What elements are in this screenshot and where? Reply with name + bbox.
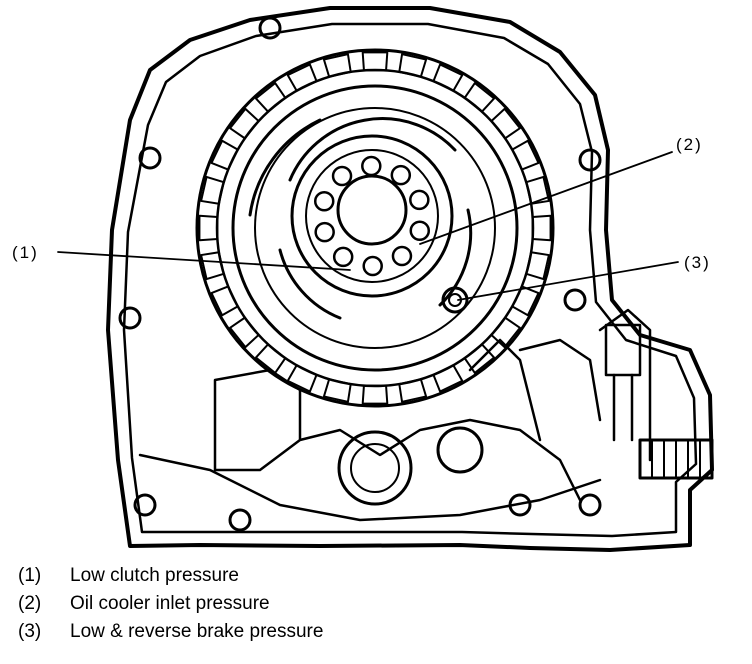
drum-arc-upper xyxy=(288,117,457,182)
legend-number: (3) xyxy=(18,621,42,642)
clutch-tooth xyxy=(361,51,389,72)
drum-arc-right xyxy=(438,208,473,307)
clutch-tooth xyxy=(254,343,287,374)
bolt-hole xyxy=(362,255,383,277)
shaft-bore xyxy=(336,174,408,246)
drum-rim xyxy=(254,107,496,349)
callout-1: (1) xyxy=(12,243,39,262)
clutch-tooth xyxy=(200,251,225,281)
clutch-tooth xyxy=(398,378,428,403)
clutch-tooth xyxy=(511,285,540,317)
clutch-tooth xyxy=(525,251,550,281)
clutch-tooth xyxy=(490,316,521,349)
case-inner-outline xyxy=(122,22,698,538)
bolt-boss xyxy=(118,306,142,330)
clutch-tooth xyxy=(198,214,219,242)
clutch-teeth xyxy=(198,51,552,405)
clutch-tooth xyxy=(210,285,239,317)
hub-outer xyxy=(290,134,454,298)
legend-number: (1) xyxy=(18,565,42,586)
legend-item: (2) Oil cooler inlet pressure xyxy=(18,590,323,618)
valve-boss-right xyxy=(436,426,484,474)
leader-line-3 xyxy=(457,261,679,301)
clutch-tooth xyxy=(254,82,287,113)
clutch-tooth xyxy=(432,63,464,92)
bolt-boss xyxy=(228,508,252,532)
bolt-boss xyxy=(138,146,162,170)
leader-line-1 xyxy=(57,251,351,271)
valve-plunger xyxy=(604,323,642,377)
legend-item: (3) Low & reverse brake pressure xyxy=(18,618,323,646)
drum-arc-upper-left xyxy=(248,118,322,217)
bolt-hole xyxy=(361,155,382,177)
valve-boss-large xyxy=(337,430,413,506)
clutch-tooth xyxy=(200,175,225,205)
clutch-tooth xyxy=(463,82,496,113)
clutch-tooth xyxy=(490,107,521,140)
solenoid-connector-ribs xyxy=(651,439,701,479)
case-bolt-bosses xyxy=(118,16,602,532)
legend-text: Low & reverse brake pressure xyxy=(70,621,324,642)
bolt-hole xyxy=(313,190,335,212)
callout-2: (2) xyxy=(676,135,703,154)
clutch-tooth xyxy=(210,139,239,171)
clutch-tooth xyxy=(361,384,389,405)
clutch-tooth xyxy=(531,214,552,242)
clutch-pack-outer-ring xyxy=(195,48,555,408)
bolt-hole xyxy=(390,164,412,186)
bolt-hole xyxy=(409,220,431,242)
transmission-case-diagram: (1) (2) (3) xyxy=(12,6,714,552)
clutch-tooth xyxy=(525,175,550,205)
valve-body-passages xyxy=(138,308,652,522)
drum-arc-left xyxy=(278,248,342,320)
leader-line-2 xyxy=(419,151,673,245)
clutch-tooth xyxy=(398,53,428,78)
clutch-tooth xyxy=(322,53,352,78)
bolt-boss xyxy=(578,493,602,517)
bolt-hole xyxy=(314,221,335,243)
clutch-tooth xyxy=(511,139,540,171)
legend-number: (2) xyxy=(18,593,42,614)
bolt-boss xyxy=(578,148,602,172)
legend-text: Oil cooler inlet pressure xyxy=(70,593,270,614)
bolt-boss xyxy=(563,288,587,312)
clutch-tooth xyxy=(286,63,318,92)
hub-inner xyxy=(305,149,439,283)
bolt-hole xyxy=(391,245,413,267)
bolt-boss xyxy=(258,16,282,40)
retainer-ring xyxy=(231,84,519,372)
bolt-boss xyxy=(133,493,157,517)
port-low-reverse-brake xyxy=(441,286,469,314)
clutch-tooth xyxy=(463,343,496,374)
clutch-tooth xyxy=(229,107,260,140)
valve-boss-large-inner xyxy=(350,443,400,493)
clutch-tooth xyxy=(229,316,260,349)
bolt-hole xyxy=(409,189,430,211)
clutch-tooth xyxy=(322,378,352,403)
hub-bolt-holes xyxy=(313,155,431,277)
case-outer-outline xyxy=(106,6,714,552)
legend: (1) Low clutch pressure (2) Oil cooler inl… xyxy=(18,562,323,646)
valve-plunger-shaft xyxy=(612,373,634,442)
legend-text: Low clutch pressure xyxy=(70,565,239,586)
bolt-hole xyxy=(331,165,353,187)
callout-3: (3) xyxy=(684,253,711,272)
bolt-hole xyxy=(332,246,354,268)
legend-item: (1) Low clutch pressure xyxy=(18,562,323,590)
clutch-tooth xyxy=(432,364,464,393)
